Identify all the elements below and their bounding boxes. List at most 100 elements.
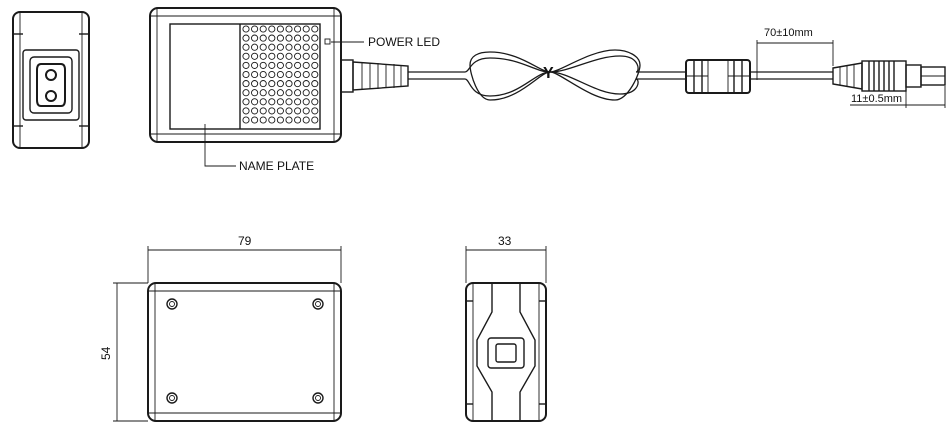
power-led-label: POWER LED — [368, 35, 440, 49]
vent-hole — [251, 116, 259, 124]
vent-hole — [259, 52, 267, 60]
vent-hole — [259, 107, 267, 115]
vent-hole — [251, 107, 259, 115]
height-dimension: 54 — [99, 282, 148, 422]
vent-hole — [259, 116, 267, 124]
vent-hole — [251, 34, 259, 42]
vent-hole — [302, 70, 310, 79]
vent-hole — [294, 52, 302, 60]
screw-hole-icon — [312, 298, 324, 310]
vent-hole — [311, 25, 319, 33]
vent-hole — [302, 116, 310, 124]
strain-relief — [340, 59, 409, 93]
vent-hole — [259, 89, 267, 97]
vent-hole — [242, 52, 250, 60]
vent-hole — [285, 80, 293, 88]
height-label: 54 — [99, 346, 113, 360]
vent-hole — [242, 98, 250, 106]
depth-dimension: 33 — [465, 234, 547, 283]
vent-hole — [294, 107, 302, 115]
width-dimension: 79 — [147, 234, 342, 283]
vent-hole — [311, 107, 319, 115]
dc-plug — [832, 60, 946, 92]
vent-hole — [268, 25, 276, 33]
vent-hole — [268, 43, 276, 51]
vent-hole — [276, 61, 284, 69]
vent-hole — [302, 34, 310, 42]
vent-hole — [302, 61, 310, 69]
vent-hole — [242, 80, 250, 88]
vent-hole — [242, 34, 250, 42]
vent-hole — [285, 52, 293, 60]
dc-cable: Y — [408, 49, 686, 101]
plug-length-dimension: 11±0.5mm — [850, 86, 946, 108]
screw-hole-icon — [166, 298, 178, 310]
power-led-callout: POWER LED — [331, 35, 440, 49]
vent-hole — [251, 89, 259, 97]
vent-grid — [242, 25, 319, 124]
vent-hole — [251, 70, 259, 79]
vent-hole — [259, 43, 267, 51]
vent-hole — [242, 25, 250, 33]
vent-hole — [285, 107, 293, 115]
screw-hole-icon — [312, 392, 324, 404]
vent-hole — [285, 98, 293, 106]
width-label: 79 — [238, 234, 252, 248]
vent-hole — [251, 43, 259, 51]
power-led-indicator — [324, 38, 331, 45]
vent-hole — [251, 61, 259, 69]
vent-hole — [302, 80, 310, 88]
cable-length-dimension: 70±10mm — [756, 27, 834, 80]
vent-hole — [242, 89, 250, 97]
vent-hole — [302, 43, 310, 51]
vent-hole — [259, 34, 267, 42]
vent-hole — [251, 25, 259, 33]
vent-hole — [302, 52, 310, 60]
adapter-top-view — [149, 7, 342, 143]
c8-inlet-icon — [36, 63, 66, 107]
name-plate — [169, 23, 321, 130]
vent-hole — [276, 43, 284, 51]
vent-hole — [294, 61, 302, 69]
vent-hole — [251, 80, 259, 88]
vent-hole — [311, 80, 319, 88]
vent-hole — [311, 61, 319, 69]
vent-hole — [242, 43, 250, 51]
vent-hole — [259, 61, 267, 69]
name-plate-label: NAME PLATE — [239, 159, 314, 173]
vent-hole — [285, 25, 293, 33]
screw-hole-icon — [166, 392, 178, 404]
vent-hole — [285, 89, 293, 97]
vent-hole — [251, 98, 259, 106]
cable-length-label: 70±10mm — [764, 27, 813, 39]
cable-tie-mark: Y — [543, 65, 554, 82]
vent-hole — [294, 43, 302, 51]
vent-hole — [311, 34, 319, 42]
vent-hole — [302, 89, 310, 97]
vent-hole — [276, 80, 284, 88]
depth-label: 33 — [498, 234, 512, 248]
vent-hole — [276, 116, 284, 124]
vent-hole — [302, 25, 310, 33]
vent-hole — [294, 70, 302, 79]
vent-hole — [294, 80, 302, 88]
vent-hole — [276, 25, 284, 33]
vent-hole — [268, 52, 276, 60]
vent-hole — [285, 34, 293, 42]
dc-cable-to-plug — [750, 71, 833, 80]
adapter-bottom-view — [147, 282, 342, 422]
adapter-end-view — [465, 282, 547, 422]
vent-hole — [311, 116, 319, 124]
vent-hole — [259, 70, 267, 79]
vent-hole — [268, 89, 276, 97]
vent-hole — [268, 107, 276, 115]
name-plate-callout: NAME PLATE — [204, 124, 314, 173]
vent-hole — [276, 107, 284, 115]
vent-hole — [294, 34, 302, 42]
vent-hole — [302, 98, 310, 106]
vent-hole — [268, 70, 276, 79]
vent-hole — [268, 116, 276, 124]
vent-hole — [294, 98, 302, 106]
vent-hole — [242, 116, 250, 124]
vent-hole — [294, 116, 302, 124]
